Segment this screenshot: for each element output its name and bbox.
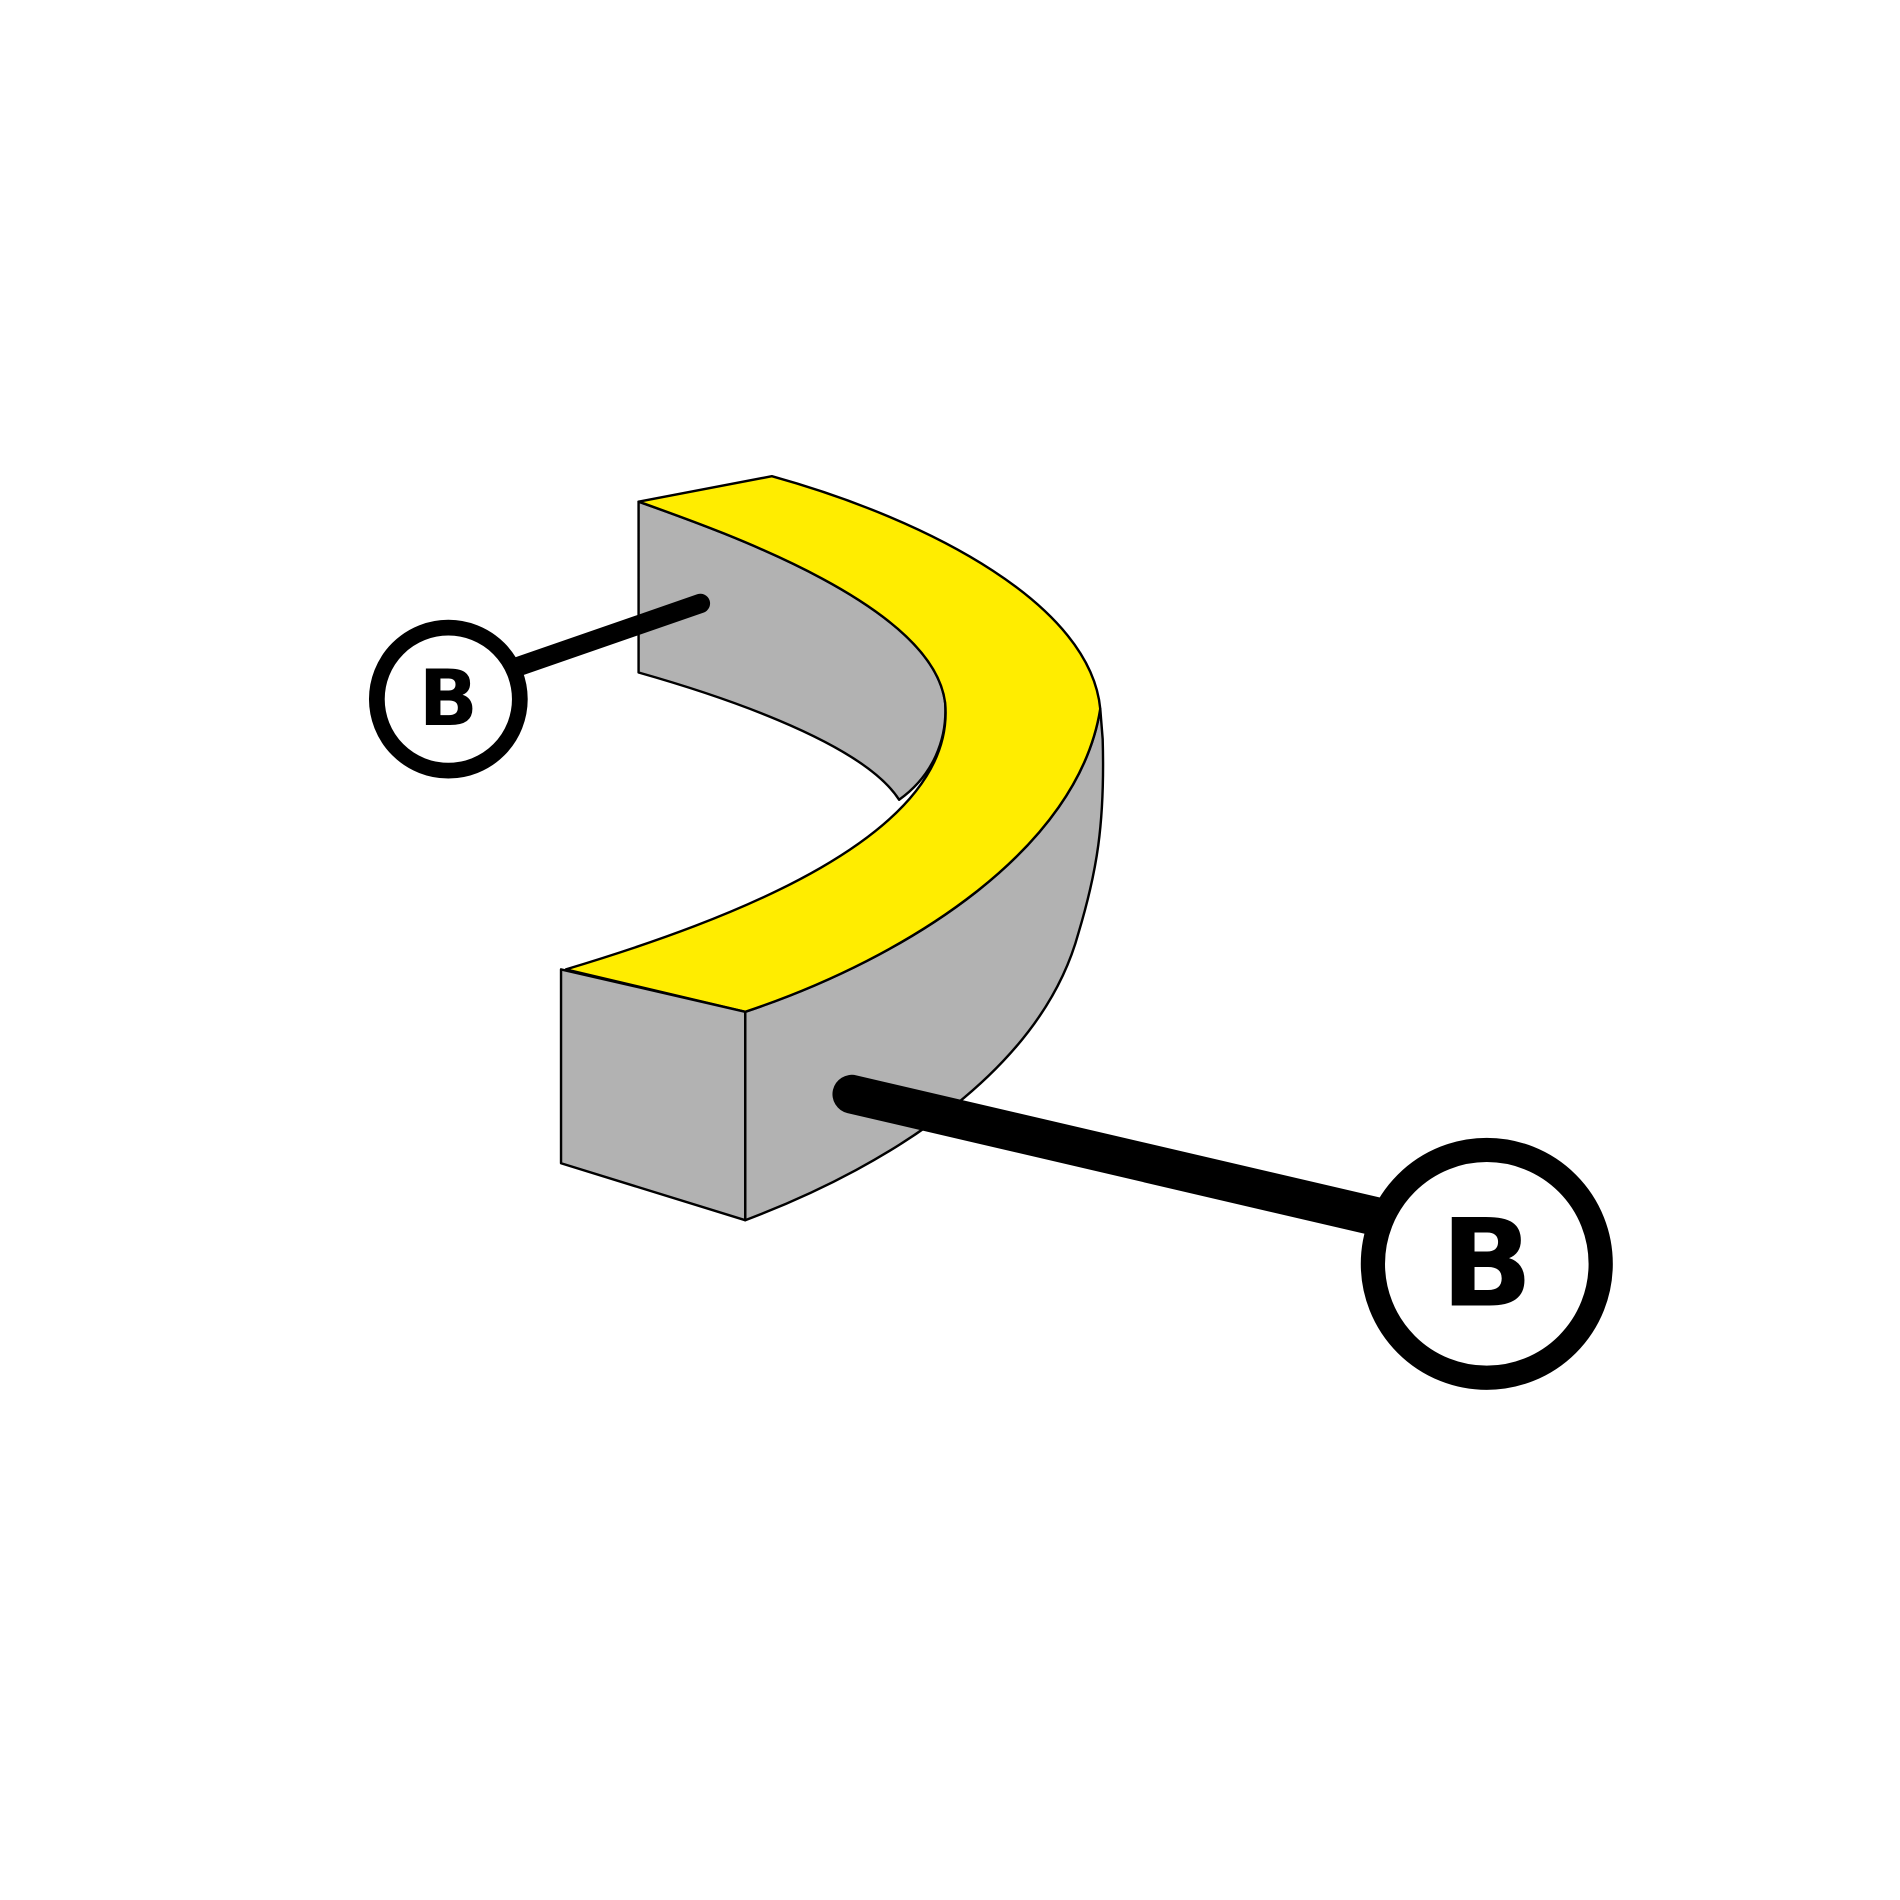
leader-line [832,1074,1401,1238]
callout-circle [368,619,528,779]
callout-label: B [1441,1193,1533,1334]
callout-label: B [419,654,478,744]
callout-b-large: B [832,1074,1613,1390]
front-end-face [559,968,747,1222]
callout-circle [1360,1137,1613,1390]
leader-line [505,593,711,678]
curved-block [559,475,1105,1222]
callout-b-small: B [368,593,711,779]
